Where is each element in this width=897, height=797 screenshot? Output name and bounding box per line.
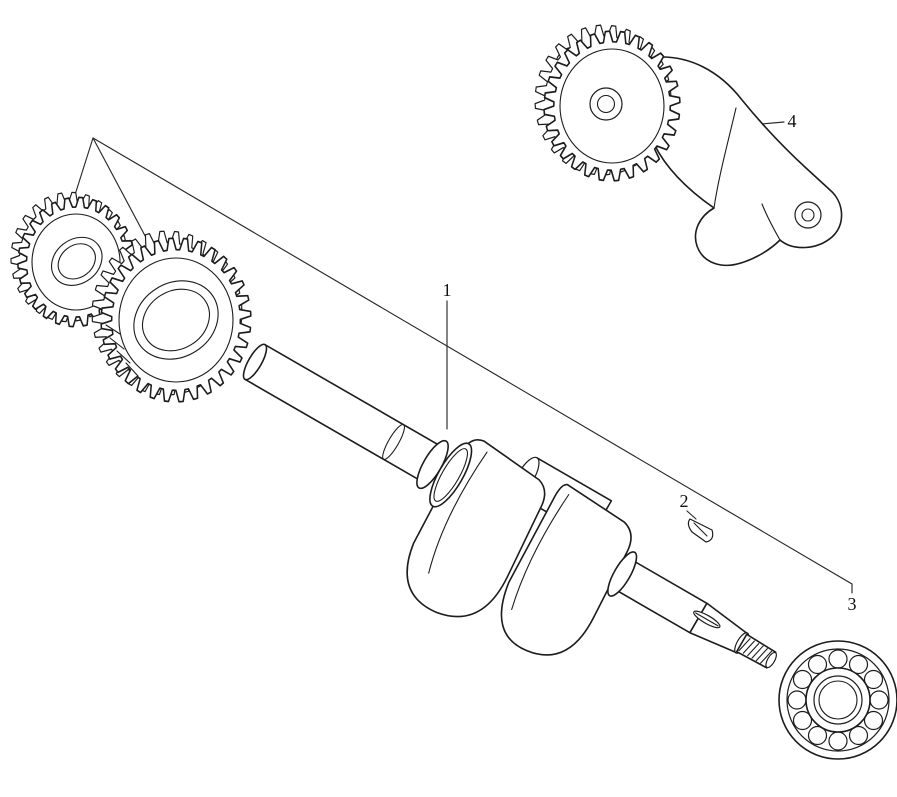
crank-shaft-step-line xyxy=(382,423,406,461)
large-gear-bore-outer xyxy=(133,280,219,360)
crank-right-shoulder xyxy=(607,551,638,597)
small-gear-bore-inner xyxy=(57,243,96,280)
bearing-rollers xyxy=(787,649,889,751)
ball-bearing-drawing xyxy=(778,640,897,760)
callout-2-leader xyxy=(686,510,697,520)
large-gear-teeth xyxy=(100,237,252,403)
balancer-gear-rim xyxy=(559,48,665,164)
woodruff-key-drawing xyxy=(687,518,714,543)
bracket-line-to-bearing xyxy=(92,137,853,594)
thread-hatching xyxy=(738,638,773,664)
callout-1-label: 1 xyxy=(443,280,452,300)
woodruff-key xyxy=(687,518,714,543)
balancer-journal xyxy=(794,201,822,229)
bracket-line-to-small-gear xyxy=(73,137,94,199)
balancer-weight-body xyxy=(643,56,843,267)
large-gear-helix-marks xyxy=(105,324,139,377)
large-gear-rim xyxy=(118,257,234,383)
bracket-line-to-large-gear xyxy=(92,137,152,248)
crank-web-rear xyxy=(500,483,632,656)
balancer-gear-bore xyxy=(596,94,616,114)
callout-3-label: 3 xyxy=(848,594,857,614)
crank-left-shaft xyxy=(244,343,440,481)
balancer-journal-bore xyxy=(801,208,815,222)
crank-flange xyxy=(429,442,473,508)
bearing-bore xyxy=(813,675,863,725)
balancer-gear-hub xyxy=(589,87,623,121)
large-gear-bore-inner xyxy=(142,288,210,352)
balancer-detail-lines xyxy=(713,107,822,241)
crankshaft-drawing xyxy=(242,343,777,669)
bearing-bore-chamfer xyxy=(818,680,858,720)
crank-left-end-cap xyxy=(242,343,268,381)
crank-tip-end-cap xyxy=(765,651,777,669)
large-gear xyxy=(100,237,252,403)
small-gear-bore-outer xyxy=(51,236,103,286)
timing-gear-large-drawing xyxy=(91,230,252,403)
balancer-gear xyxy=(543,30,681,182)
crank-flange-inner xyxy=(433,448,468,502)
callout-4-label: 4 xyxy=(788,111,797,131)
balancer-shaft-drawing xyxy=(534,24,843,267)
callout-2-label: 2 xyxy=(680,491,689,511)
